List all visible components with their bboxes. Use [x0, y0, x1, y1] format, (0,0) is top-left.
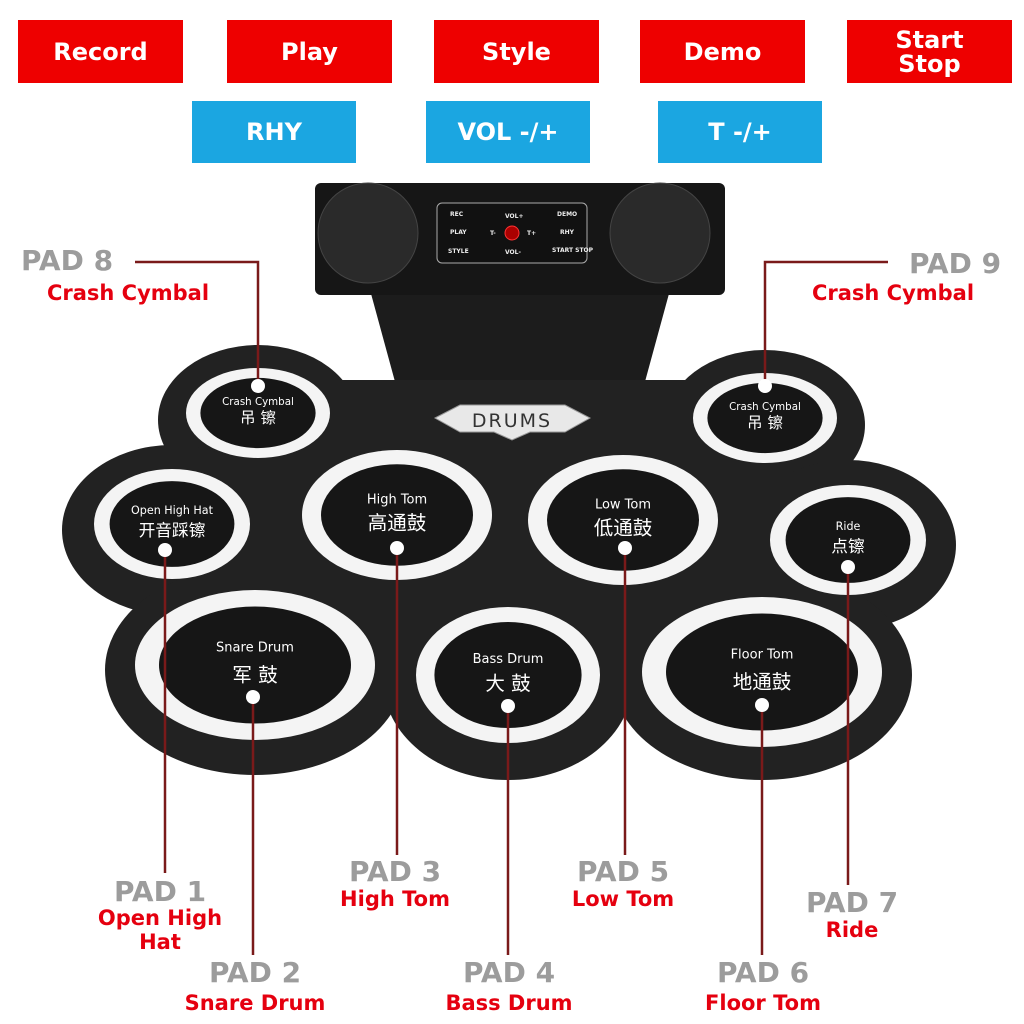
pad2-number: PAD 2 — [208, 956, 302, 989]
brand-badge — [433, 404, 592, 441]
pad2-name: Snare Drum — [184, 991, 326, 1015]
demo-key[interactable]: DEMO — [557, 211, 577, 218]
rhy-key[interactable]: RHY — [560, 229, 575, 236]
pad7-name: Ride — [825, 918, 879, 942]
pad-label-en: High Tom — [367, 492, 427, 507]
pad-label-cn: 军 鼓 — [232, 664, 277, 687]
pad-label-cn: 点镲 — [831, 536, 865, 556]
pad-label-cn: 低通鼓 — [594, 516, 653, 539]
bass-drum-pad[interactable]: Bass Drum 大 鼓 — [416, 607, 600, 743]
leader-dot — [755, 698, 769, 712]
pad3-name: High Tom — [340, 887, 450, 911]
open-hi-hat-pad[interactable]: Open High Hat 开音踩镲 — [94, 469, 250, 579]
pad-label-cn: 开音踩镲 — [139, 520, 206, 540]
style-key[interactable]: STYLE — [448, 248, 469, 255]
pad9-number: PAD 9 — [908, 247, 1002, 280]
record-button[interactable]: Record — [18, 20, 183, 83]
rec-key[interactable]: REC — [450, 211, 464, 218]
brand-text: DRUMS — [472, 410, 552, 432]
rhy-button[interactable]: RHY — [192, 101, 356, 163]
low-tom-pad[interactable]: Low Tom 低通鼓 — [528, 455, 718, 585]
play-key[interactable]: PLAY — [450, 229, 467, 236]
leader-dot — [841, 560, 855, 574]
floor-tom-pad[interactable]: Floor Tom 地通鼓 — [642, 597, 882, 747]
leader-dot — [390, 541, 404, 555]
pad6-name: Floor Tom — [705, 991, 821, 1015]
pad-label-en: Crash Cymbal — [729, 401, 801, 413]
pad7-number: PAD 7 — [805, 886, 899, 919]
leader-line — [135, 260, 260, 386]
tempo-down-key[interactable]: T- — [490, 230, 496, 237]
tempo-button[interactable]: T -/+ — [658, 101, 822, 163]
start-stop-button[interactable]: Start Stop — [847, 20, 1012, 83]
play-button[interactable]: Play — [227, 20, 392, 83]
leader-dot — [758, 379, 772, 393]
demo-button[interactable]: Demo — [640, 20, 805, 83]
snare-drum-pad[interactable]: Snare Drum 军 鼓 — [135, 590, 375, 740]
leader-dot — [251, 379, 265, 393]
ride-pad[interactable]: Ride 点镲 — [770, 485, 926, 595]
high-tom-pad[interactable]: High Tom 高通鼓 — [302, 450, 492, 580]
pad3-number: PAD 3 — [348, 855, 442, 888]
pad-label-en: Ride — [836, 520, 861, 533]
pad-label-en: Floor Tom — [731, 648, 794, 663]
pad-label-en: Low Tom — [595, 497, 651, 512]
right-speaker — [609, 182, 711, 284]
pad-label-cn: 吊 镲 — [240, 409, 276, 427]
pad-label-en: Bass Drum — [473, 652, 544, 667]
pad1-number: PAD 1 — [113, 875, 207, 908]
tempo-up-key[interactable]: T+ — [527, 230, 536, 237]
start-stop-key[interactable]: START STOP — [552, 247, 594, 254]
pad-label-en: Snare Drum — [216, 641, 294, 656]
leader-dot — [618, 541, 632, 555]
style-button[interactable]: Style — [434, 20, 599, 83]
pad5-number: PAD 5 — [576, 855, 670, 888]
leader-dot — [246, 690, 260, 704]
pad-label-cn: 高通鼓 — [368, 511, 427, 534]
stand — [370, 290, 670, 400]
pad9-name: Crash Cymbal — [811, 281, 975, 305]
pad4-number: PAD 4 — [462, 956, 556, 989]
vol-up-key[interactable]: VOL+ — [505, 213, 524, 220]
pad8-number: PAD 8 — [20, 244, 114, 277]
power-icon[interactable] — [504, 225, 520, 241]
volume-button[interactable]: VOL -/+ — [426, 101, 590, 163]
leader-dot — [501, 699, 515, 713]
leader-dot — [158, 543, 172, 557]
pad1-name: Open High Hat — [97, 906, 223, 954]
pad-label-cn: 吊 镲 — [747, 414, 783, 432]
pad5-name: Low Tom — [571, 887, 675, 911]
pad-label-cn: 大 鼓 — [485, 672, 530, 695]
pad-label-en: Open High Hat — [131, 504, 214, 517]
leader-line — [763, 260, 888, 386]
pad6-number: PAD 6 — [716, 956, 810, 989]
pad-label-cn: 地通鼓 — [733, 671, 792, 694]
pad-label-en: Crash Cymbal — [222, 396, 294, 408]
left-speaker — [317, 182, 419, 284]
pad4-name: Bass Drum — [445, 991, 573, 1015]
vol-down-key[interactable]: VOL- — [505, 249, 521, 256]
pad8-name: Crash Cymbal — [46, 281, 210, 305]
